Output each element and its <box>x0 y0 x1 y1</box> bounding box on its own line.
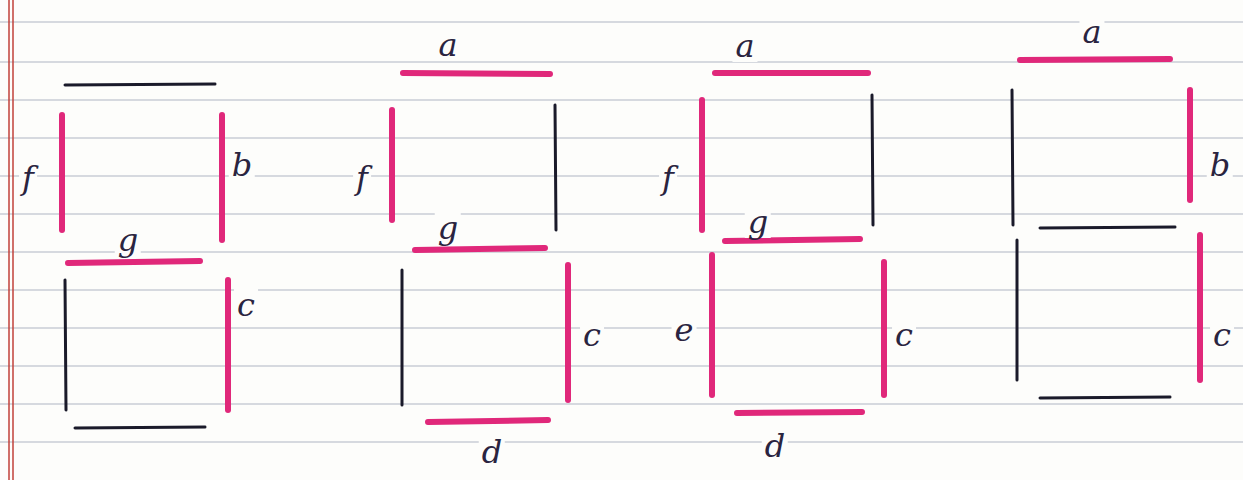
segment-letter: c <box>892 319 916 351</box>
segment-letter: a <box>1079 16 1104 48</box>
digit-seven <box>1012 59 1200 398</box>
margin-line <box>9 0 13 480</box>
segment-letter: g <box>435 212 461 244</box>
segment-letter: c <box>580 319 604 351</box>
segment-letter: g <box>115 224 141 256</box>
segment-letter: c <box>234 289 258 321</box>
segment-letter: c <box>1210 319 1234 351</box>
digit-five <box>392 73 568 422</box>
digit-four <box>62 84 228 428</box>
segment-letter: f <box>353 162 371 194</box>
segment-letter: a <box>435 29 460 61</box>
segment-letter: a <box>732 30 757 62</box>
segment-letter: b <box>229 149 255 181</box>
segment-letter: d <box>479 436 505 468</box>
segment-letter: f <box>19 162 37 194</box>
segment-letter: g <box>745 206 771 238</box>
digit-six <box>702 73 884 413</box>
segment-letter: f <box>659 162 677 194</box>
ruled-lines <box>0 22 1243 442</box>
segment-letter: b <box>1207 149 1233 181</box>
segment-letter: d <box>762 430 788 462</box>
segment-letter: e <box>672 314 697 346</box>
